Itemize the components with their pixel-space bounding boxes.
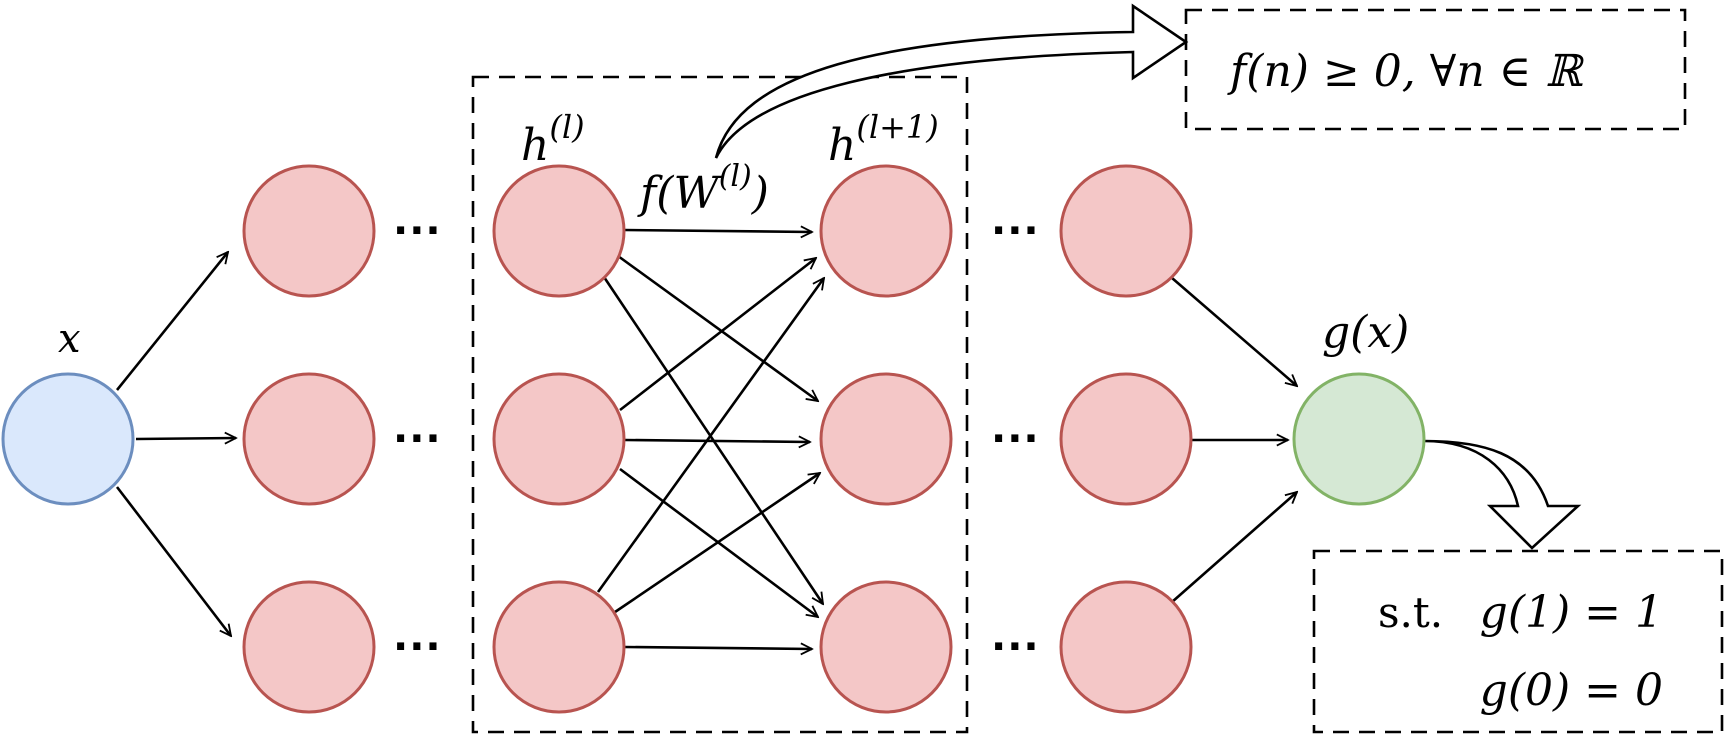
boundary-zero-text: g(0) = 0 [1480, 665, 1663, 716]
edge-hl2-to-hn2 [624, 440, 810, 442]
edge-hl1-to-hn1 [623, 230, 812, 232]
nonneg-constraint-box [1184, 8, 1687, 131]
output-label: g(x) [1322, 307, 1409, 358]
weight-fn-sup: (l) [719, 159, 752, 194]
hidden-node-c1r1 [242, 164, 376, 298]
layer-l-base: h [521, 120, 549, 171]
layer-group-box [471, 75, 969, 734]
input-node [1, 372, 135, 506]
layer-l-sup: (l) [549, 108, 584, 146]
hidden-node-c5r2 [1059, 372, 1193, 506]
boundary-constraint-arrow [1423, 439, 1582, 550]
hidden-node-c5r1 [1059, 164, 1193, 298]
hidden-node-c5r3 [1059, 580, 1193, 714]
hidden-node-hl-r2 [492, 372, 626, 506]
ellipses: ··· ··· ··· ··· ··· ··· [393, 208, 1040, 670]
weight-fn-label: f(W(l)) [637, 159, 769, 219]
ellipsis-c2r3: ··· [393, 624, 442, 670]
hidden-node-c1r3 [242, 580, 376, 714]
hidden-node-hl-r3 [492, 580, 626, 714]
st-prefix-text: s.t. [1378, 588, 1443, 637]
edge-hl3-to-hn1 [596, 278, 824, 593]
edge-c5r1-to-g [1171, 277, 1297, 386]
edge-x-to-c1r1 [115, 252, 228, 391]
boundary-constraint-box [1312, 549, 1724, 734]
ellipsis-c4r1: ··· [991, 208, 1040, 254]
edge-c5r3-to-g [1171, 492, 1297, 603]
weight-constraint-arrow [714, 3, 1189, 159]
edge-hl3-to-hn2 [614, 473, 820, 614]
hidden-node-hn-r2 [819, 372, 953, 506]
layer-l1-base: h [828, 120, 856, 171]
edge-hl1-to-hn2 [617, 254, 818, 401]
hidden-node-hl-r1 [492, 164, 626, 298]
nonneg-constraint-text: f(n) ≥ 0, ∀n ∈ ℝ [1227, 46, 1584, 97]
layer-l-label: h(l) [521, 108, 585, 171]
ellipsis-c2r1: ··· [393, 208, 442, 254]
weight-fn-open: f(W [637, 168, 722, 219]
layer-l1-label: h(l+1) [828, 108, 939, 171]
ellipsis-c4r3: ··· [991, 624, 1040, 670]
edge-hl3-to-hn3 [624, 647, 812, 649]
ellipsis-c4r2: ··· [991, 416, 1040, 462]
edge-x-to-c1r2 [135, 438, 236, 439]
hidden-node-hn-r1 [819, 164, 953, 298]
weight-fn-close: ) [751, 168, 769, 219]
edge-x-to-c1r3 [115, 486, 231, 636]
input-label: x [58, 316, 81, 362]
output-node [1292, 372, 1426, 506]
layer-l1-sup: (l+1) [856, 108, 938, 146]
ellipsis-c2r2: ··· [393, 416, 442, 462]
edges [115, 230, 1297, 649]
boundary-one-text: g(1) = 1 [1480, 587, 1663, 638]
hidden-node-hn-r3 [819, 580, 953, 714]
hidden-node-c1r2 [242, 372, 376, 506]
edge-hl2-to-hn1 [619, 258, 816, 412]
nodes [1, 164, 1426, 714]
